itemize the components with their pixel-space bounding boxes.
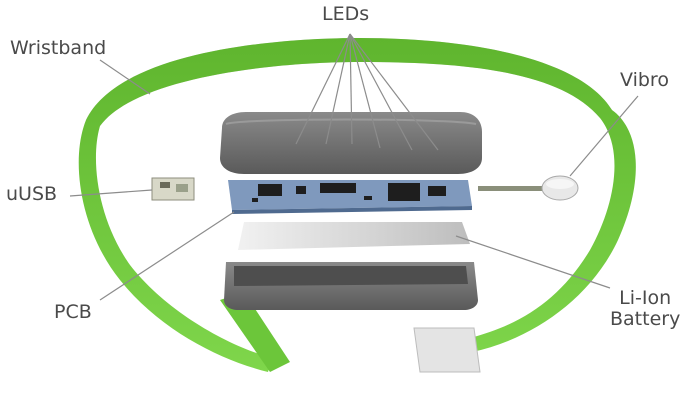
pcb-chip-5 — [428, 186, 446, 196]
label-wristband: Wristband — [10, 37, 107, 59]
label-battery-line2: Battery — [610, 307, 681, 330]
pcb-chip-2 — [296, 186, 306, 194]
vibro-cable — [478, 186, 542, 191]
pcb-chip-4 — [388, 183, 420, 201]
pcb-chip-3 — [320, 183, 356, 193]
top-case — [220, 112, 482, 174]
label-battery: Li-Ion Battery — [610, 288, 680, 330]
label-uusb: uUSB — [6, 183, 58, 205]
wristband-right-end — [413, 327, 481, 373]
label-battery-line1: Li-Ion — [619, 287, 672, 309]
wristband-left-end — [220, 292, 290, 372]
battery — [238, 222, 470, 250]
label-pcb: PCB — [54, 301, 92, 323]
label-vibro: Vibro — [620, 69, 669, 91]
pcb-chip-1 — [258, 184, 282, 196]
leader-lines — [69, 33, 639, 301]
label-leds: LEDs — [322, 3, 370, 25]
